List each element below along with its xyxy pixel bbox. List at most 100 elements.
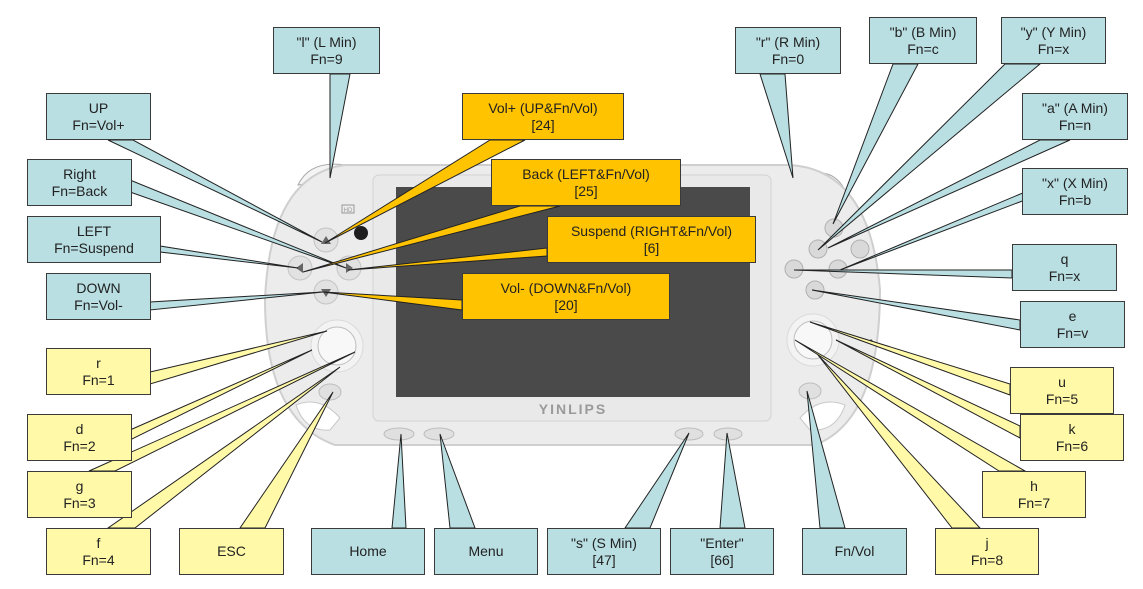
callout-l-shoulder: "l" (L Min)Fn=9 bbox=[273, 27, 380, 74]
callout-pointer-l-shoulder bbox=[329, 73, 351, 179]
callout-sub: Fn=v bbox=[1056, 324, 1089, 341]
callout-back: Back (LEFT&Fn/Vol)[25] bbox=[491, 159, 681, 206]
arrow-left-icon bbox=[296, 263, 303, 273]
callout-label: Suspend (RIGHT&Fn/Vol) bbox=[570, 222, 733, 239]
callout-label: Menu bbox=[468, 543, 504, 559]
callout-menu: Menu bbox=[434, 528, 538, 575]
callout-label: r bbox=[96, 354, 101, 371]
callout-sub: Fn=1 bbox=[82, 371, 115, 388]
arrow-down-icon bbox=[321, 289, 331, 297]
callout-sub: Fn=x bbox=[1037, 40, 1070, 57]
arrow-up-icon bbox=[321, 236, 331, 244]
callout-vol-plus: Vol+ (UP&Fn/Vol)[24] bbox=[462, 93, 624, 140]
callout-sub: Fn=0 bbox=[771, 50, 805, 67]
callout-home: Home bbox=[311, 528, 425, 575]
callout-pointer-b-button bbox=[832, 63, 919, 225]
callout-sub: Fn=Vol- bbox=[74, 296, 123, 313]
callout-label: "x" (X Min) bbox=[1042, 174, 1108, 191]
callout-label: e bbox=[1068, 307, 1077, 324]
callout-pointer-s-button bbox=[624, 432, 690, 529]
callout-sub: [66] bbox=[710, 551, 734, 568]
callout-sub: Fn=2 bbox=[63, 437, 96, 454]
dpad-arrows bbox=[296, 236, 353, 297]
callout-label: u bbox=[1058, 373, 1066, 390]
callout-x-button: "x" (X Min)Fn=b bbox=[1022, 168, 1128, 215]
menu-button-shape bbox=[423, 427, 455, 441]
callout-b-button: "b" (B Min)Fn=c bbox=[869, 17, 977, 64]
callout-enter: "Enter"[66] bbox=[670, 528, 774, 575]
callout-pointer-home bbox=[391, 433, 407, 529]
callout-label: ESC bbox=[217, 543, 246, 559]
callout-label: UP bbox=[88, 99, 109, 116]
callout-label: f bbox=[96, 534, 101, 551]
face-button-a bbox=[784, 259, 804, 279]
callout-label: "y" (Y Min) bbox=[1020, 23, 1087, 40]
callout-sub: [24] bbox=[531, 116, 555, 133]
callout-label: DOWN bbox=[76, 279, 121, 296]
callout-sub: Fn=8 bbox=[970, 551, 1004, 568]
callout-label: q bbox=[1060, 250, 1069, 267]
callout-label: "l" (L Min) bbox=[296, 33, 357, 50]
home-button-shape bbox=[383, 427, 415, 441]
callout-label: Home bbox=[349, 543, 387, 559]
callout-y-button: "y" (Y Min)Fn=x bbox=[1001, 17, 1106, 64]
callout-pointer-y-button bbox=[817, 63, 1042, 251]
brand-logo: YINLIPS bbox=[539, 401, 607, 417]
callout-pointer-menu bbox=[439, 433, 476, 529]
callout-s-button: "s" (S Min)[47] bbox=[547, 528, 661, 575]
callout-sub: Fn=6 bbox=[1055, 437, 1089, 454]
callout-sub: [47] bbox=[592, 551, 616, 568]
callout-esc: ESC bbox=[179, 528, 284, 575]
callout-label: j bbox=[985, 534, 989, 551]
callout-label: Fn/Vol bbox=[834, 543, 875, 559]
hd-badge bbox=[341, 204, 355, 214]
callout-sub: Fn=Vol+ bbox=[72, 116, 125, 133]
callout-sub: Fn=5 bbox=[1045, 390, 1079, 407]
hd-label: HD bbox=[344, 208, 353, 214]
callout-label: Vol+ (UP&Fn/Vol) bbox=[488, 99, 598, 116]
left-stick bbox=[317, 326, 357, 366]
callout-sub: Fn=Suspend bbox=[54, 239, 134, 256]
face-button-x bbox=[828, 259, 848, 279]
callout-sub: Fn=c bbox=[907, 40, 939, 57]
callout-label: "b" (B Min) bbox=[889, 23, 957, 40]
callout-label: Back (LEFT&Fn/Vol) bbox=[522, 165, 650, 182]
callout-label: Right bbox=[63, 165, 96, 182]
callout-pointer-back bbox=[302, 205, 561, 273]
callout-label: g bbox=[75, 477, 84, 494]
esc-button-shape bbox=[318, 383, 342, 401]
callout-sub: Fn=9 bbox=[310, 50, 343, 67]
callout-sub: Fn=b bbox=[1058, 191, 1092, 208]
right-stick bbox=[793, 320, 833, 360]
callout-pointer-vol-plus bbox=[324, 139, 526, 244]
callout-sub: Fn=4 bbox=[82, 551, 115, 568]
callout-sub: [6] bbox=[643, 239, 660, 256]
callout-label: d bbox=[75, 420, 84, 437]
callout-label: k bbox=[1068, 420, 1076, 437]
callout-label: "a" (A Min) bbox=[1042, 99, 1108, 116]
callout-pointer-enter bbox=[719, 432, 746, 529]
callout-label: h bbox=[1030, 477, 1038, 494]
callout-label: LEFT bbox=[76, 222, 112, 239]
callout-label: "Enter" bbox=[700, 534, 744, 551]
callout-sub: Fn=3 bbox=[63, 494, 96, 511]
callout-pointer-up bbox=[107, 139, 323, 243]
face-button-b bbox=[850, 239, 870, 259]
camera-lens bbox=[354, 226, 368, 240]
fn-vol-button-shape bbox=[798, 382, 822, 400]
callout-label: Vol- (DOWN&Fn/Vol) bbox=[500, 279, 632, 296]
callout-a-button: "a" (A Min)Fn=n bbox=[1022, 93, 1128, 140]
callout-pointer-esc bbox=[239, 391, 334, 529]
arrow-right-icon bbox=[346, 263, 353, 273]
